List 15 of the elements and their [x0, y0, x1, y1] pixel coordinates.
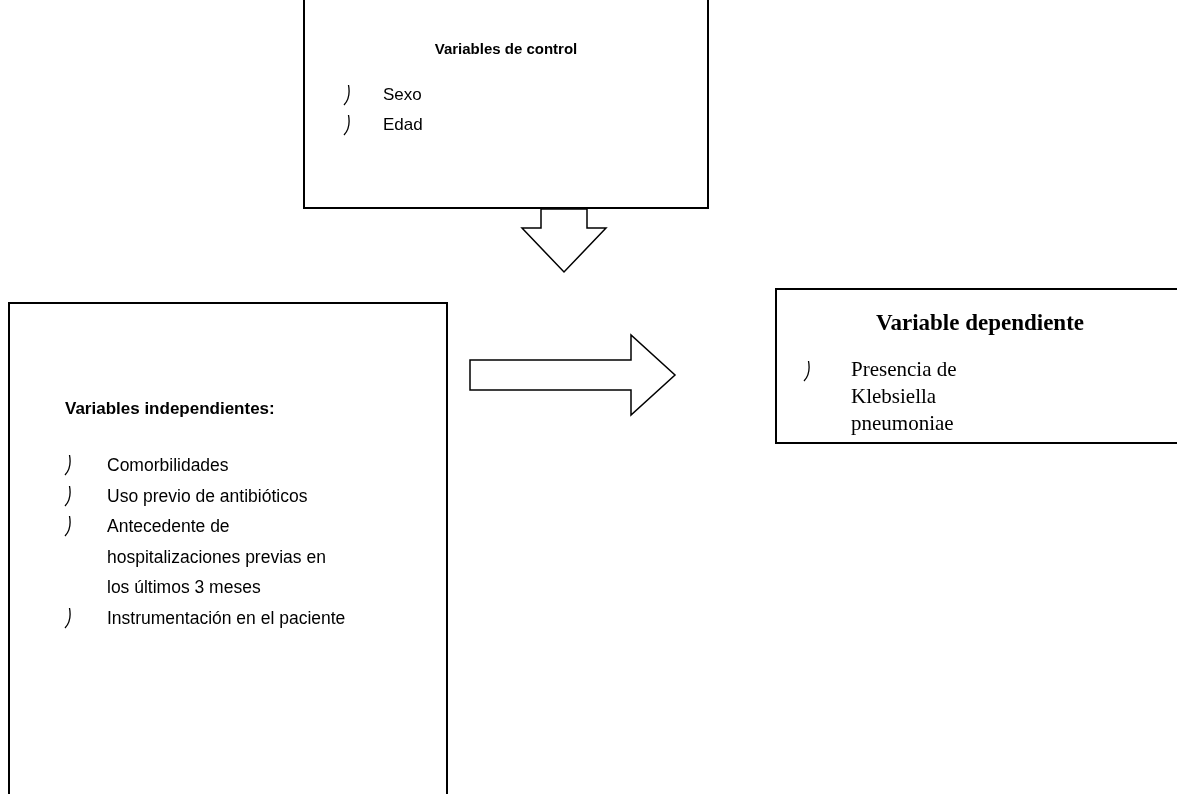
- list-item: Sexo: [383, 84, 423, 106]
- text-box: [775, 288, 1177, 444]
- block-arrow: [469, 333, 677, 417]
- list-item: Comorbilidades: [107, 454, 230, 477]
- text-box: [303, 0, 709, 209]
- list-item: Antecedente de hospitalizaciones previas en los últimos 3 meses: [107, 515, 327, 599]
- heading: Variables de control: [433, 40, 579, 57]
- list-item: Presencia de Klebsiella pneumoniae: [851, 356, 958, 437]
- list-item: Edad: [383, 114, 424, 136]
- text-box: [8, 302, 448, 794]
- list-item: Uso previo de antibióticos: [107, 484, 309, 508]
- heading: Variables independientes:: [65, 399, 275, 419]
- heading: Variable dependiente: [874, 310, 1086, 336]
- block-arrow: [520, 208, 608, 274]
- list-item: Instrumentación en el paciente: [107, 606, 347, 630]
